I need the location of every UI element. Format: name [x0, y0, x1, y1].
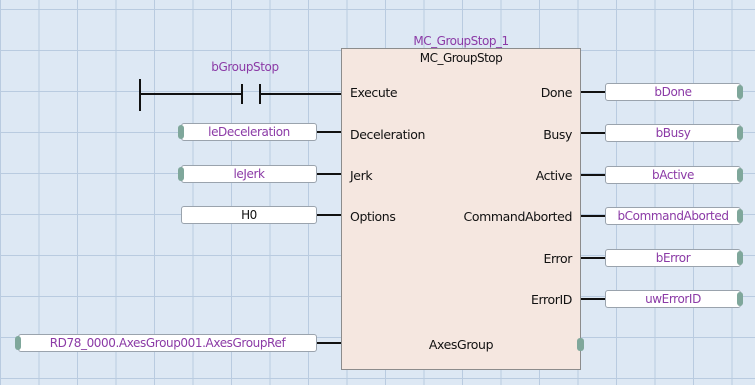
wire-done [581, 91, 605, 93]
pin-options: Options [350, 209, 396, 224]
fb-instance-name[interactable]: MC_GroupStop_1 [413, 34, 509, 48]
connector-cap [15, 336, 21, 350]
input-var-deceleration[interactable]: leDeceleration [181, 123, 317, 141]
pin-command-aborted: CommandAborted [463, 209, 573, 224]
wire-error [581, 257, 605, 259]
pin-axes-group: AxesGroup [428, 337, 494, 352]
connector-cap [737, 251, 743, 265]
fb-type-name: MC_GroupStop [419, 51, 503, 65]
wire-active [581, 174, 605, 176]
connector-cap [737, 168, 743, 182]
pin-done: Done [540, 85, 573, 100]
pin-error-id: ErrorID [531, 292, 572, 307]
wire-busy [581, 132, 605, 134]
contact-label: bGroupStop [211, 60, 279, 74]
wire-error-id [581, 298, 605, 300]
pin-busy: Busy [543, 127, 572, 142]
wire-axes-group [317, 342, 341, 344]
connector-cap [737, 292, 743, 306]
connector-cap [737, 209, 743, 223]
left-power-rail [139, 79, 141, 111]
wire-options [317, 214, 341, 216]
output-var-active[interactable]: bActive [605, 166, 741, 184]
pin-execute: Execute [350, 85, 398, 100]
input-var-jerk[interactable]: leJerk [181, 165, 317, 183]
input-var-options[interactable]: H0 [181, 206, 317, 224]
input-var-axes-group[interactable]: RD78_0000.AxesGroup001.AxesGroupRef [18, 334, 317, 352]
wire-command-aborted [581, 215, 605, 217]
axes-group-output-connector[interactable] [577, 338, 584, 351]
pin-jerk: Jerk [350, 168, 373, 183]
output-var-busy[interactable]: bBusy [605, 124, 741, 142]
pin-deceleration: Deceleration [350, 127, 425, 142]
contact-left-bar[interactable] [241, 84, 243, 104]
output-var-command-aborted[interactable]: bCommandAborted [605, 207, 741, 225]
function-block-mc-groupstop[interactable]: MC_GroupStop Execute Deceleration Jerk O… [341, 48, 584, 370]
connector-cap [737, 85, 743, 99]
contact-left-wire [139, 93, 241, 95]
pin-active: Active [535, 168, 573, 183]
pin-error: Error [543, 251, 573, 266]
output-var-done[interactable]: bDone [605, 83, 741, 101]
connector-cap [737, 126, 743, 140]
wire-jerk [317, 173, 341, 175]
wire-deceleration [317, 131, 341, 133]
output-var-error[interactable]: bError [605, 249, 741, 267]
connector-cap [178, 125, 184, 139]
contact-right-wire [259, 93, 341, 95]
connector-cap [178, 167, 184, 181]
output-var-error-id[interactable]: uwErrorID [605, 290, 741, 308]
